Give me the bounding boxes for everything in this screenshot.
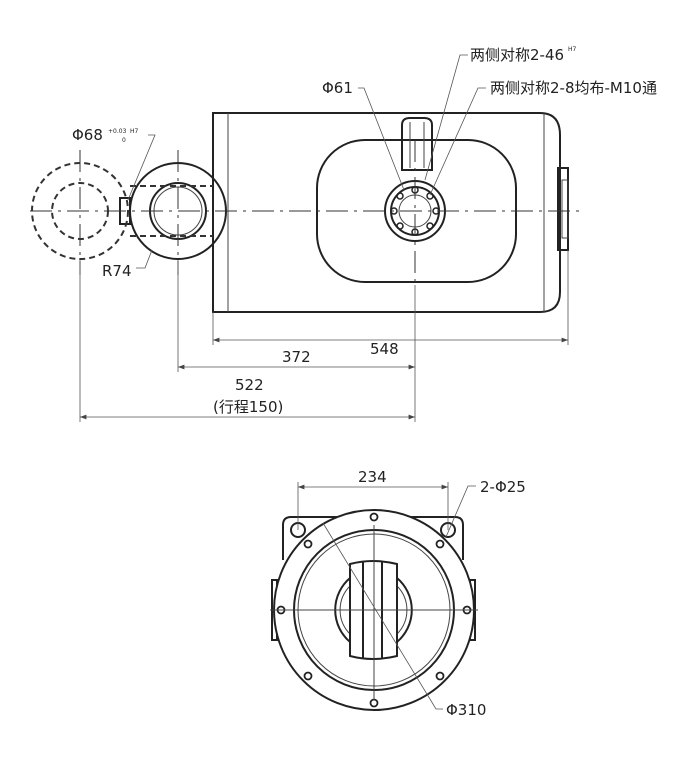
callout-trunnion: Φ68 (72, 126, 103, 144)
trunnion-lower-tol: 0 (122, 137, 126, 144)
callout-radius: R74 (102, 262, 132, 280)
callout-threads: 两侧对称2-8均布-M10通 (490, 79, 657, 97)
dim-center-label: 372 (282, 348, 311, 366)
dim-stroke-note: (行程150) (213, 398, 283, 416)
dim-overall-label: 548 (370, 340, 399, 358)
dim-hole-spacing-label: 234 (358, 468, 387, 486)
end-view: 234 2-Φ25 Φ310 (270, 468, 526, 719)
callout-mount-holes: 2-Φ25 (480, 478, 526, 496)
trunnion-upper-tol: +0.03 (108, 128, 127, 135)
cylinder-body (212, 112, 561, 313)
trunnion-circle (119, 162, 227, 260)
callout-holes-tolerance: H7 (568, 46, 577, 53)
callout-flange-diameter: Φ310 (446, 701, 486, 719)
callout-holes: 两侧对称2-46 (470, 46, 564, 64)
trunnion-fit: H7 (130, 128, 139, 135)
top-view: 两侧对称2-46 H7 两侧对称2-8均布-M10通 Φ61 Φ68 +0.03… (30, 46, 657, 422)
callout-bore: Φ61 (322, 79, 353, 97)
fitting (401, 117, 433, 171)
dim-stroke-total-label: 522 (235, 376, 264, 394)
